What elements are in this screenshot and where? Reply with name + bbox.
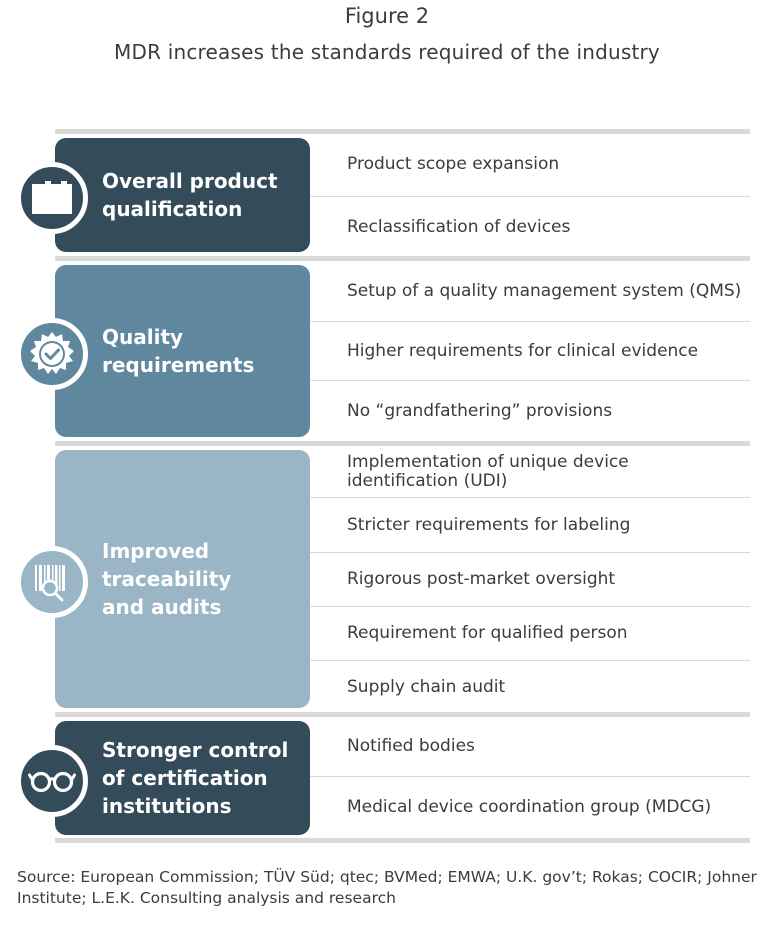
separator-2 [55,441,750,446]
item-post-market-oversight: Rigorous post-market oversight [347,569,616,589]
separator-bottom [55,838,750,843]
category-quality-requirements: Quality requirements [55,265,310,437]
item-reclassification-of-devices: Reclassification of devices [347,217,571,237]
separator-top [55,129,750,134]
check-badge-icon [16,318,88,390]
row-divider [310,497,750,498]
item-udi: Implementation of unique device identifi… [347,452,629,491]
figure-title: MDR increases the standards required of … [114,40,660,64]
barcode-magnifier-icon [16,546,88,618]
item-labeling: Stricter requirements for labeling [347,515,631,535]
category-improved-traceability: Improved traceability and audits [55,450,310,708]
item-mdcg: Medical device coordination group (MDCG) [347,797,712,817]
row-divider [310,660,750,661]
separator-1 [55,256,750,261]
category-label: Overall product qualification [102,169,278,221]
row-divider [310,196,750,197]
item-supply-chain-audit: Supply chain audit [347,677,506,697]
separator-3 [55,712,750,717]
figure-label: Figure 2 [344,4,430,28]
category-stronger-control: Stronger control of certification instit… [55,721,310,835]
item-setup-qms: Setup of a quality management system (QM… [347,281,742,301]
category-overall-product-qualification: Overall product qualification [55,138,310,252]
row-divider [310,380,750,381]
row-divider [310,552,750,553]
folder-icon [16,162,88,234]
item-notified-bodies: Notified bodies [347,736,475,756]
item-qualified-person: Requirement for qualified person [347,623,628,643]
glasses-icon [16,745,88,817]
category-label: Quality requirements [102,325,255,377]
item-product-scope-expansion: Product scope expansion [347,154,560,174]
item-grandfathering: No “grandfathering” provisions [347,401,613,421]
category-label: Improved traceability and audits [102,539,232,619]
category-label: Stronger control of certification instit… [102,738,289,818]
item-clinical-evidence: Higher requirements for clinical evidenc… [347,341,699,361]
source-note: Source: European Commission; TÜV Süd; qt… [17,868,757,907]
row-divider [310,321,750,322]
row-divider [310,776,750,777]
row-divider [310,606,750,607]
